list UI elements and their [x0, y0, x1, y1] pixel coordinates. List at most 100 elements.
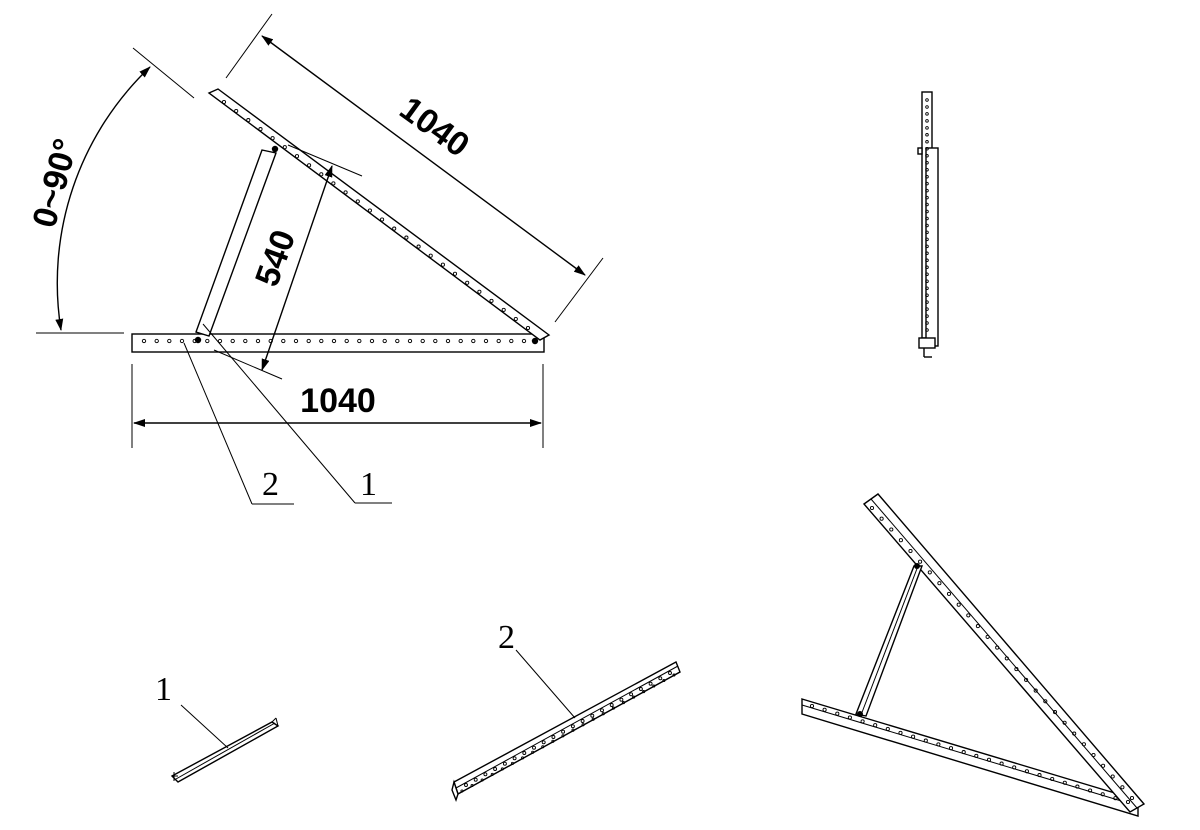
base-length-dimension: 1040 — [131, 364, 544, 448]
mounting-hole — [167, 338, 172, 344]
mounting-hole — [1050, 776, 1055, 782]
mounting-hole — [570, 724, 575, 729]
mounting-hole — [1033, 688, 1038, 693]
mounting-hole — [395, 338, 400, 344]
angle-range-label: 0~90° — [25, 135, 85, 232]
mounting-hole — [869, 505, 875, 511]
mounting-hole — [1120, 785, 1125, 790]
mounting-hole — [925, 237, 929, 242]
mounting-hole — [925, 209, 929, 214]
mounting-hole — [471, 338, 476, 344]
mounting-hole — [601, 712, 605, 716]
mounting-hole — [925, 181, 929, 186]
mounting-hole — [956, 602, 961, 607]
mounting-hole — [1024, 677, 1029, 682]
mounting-hole — [925, 174, 929, 179]
mounting-hole — [230, 338, 235, 344]
mounting-hole — [662, 678, 666, 683]
mounting-hole — [925, 119, 929, 123]
mounting-hole — [551, 739, 555, 743]
mounting-hole — [648, 681, 653, 686]
mounting-hole — [509, 338, 514, 344]
mounting-hole — [551, 735, 556, 739]
mounting-hole — [344, 338, 349, 344]
part-2-rail: 2 — [451, 619, 681, 803]
mounting-hole — [658, 676, 663, 681]
mounting-hole — [154, 338, 159, 344]
mounting-hole — [493, 767, 498, 771]
mounting-hole — [1052, 710, 1058, 715]
mounting-hole — [1072, 731, 1077, 736]
part-1-label: 1 — [155, 671, 172, 708]
mounting-hole — [458, 338, 463, 344]
mounting-hole — [382, 338, 387, 344]
mounting-hole — [974, 753, 979, 758]
mounting-hole — [532, 745, 536, 750]
mounting-hole — [652, 684, 656, 688]
mounting-hole — [1113, 796, 1118, 801]
mounting-hole — [629, 692, 634, 697]
mounting-hole — [925, 279, 929, 283]
mounting-hole — [407, 338, 413, 344]
brace-length-label: 540 — [248, 225, 303, 291]
mounting-hole — [925, 202, 929, 207]
mounting-hole — [521, 756, 525, 760]
assembly-holes — [809, 505, 1135, 805]
mounting-hole — [638, 687, 643, 691]
mounting-hole — [995, 645, 1000, 650]
mounting-hole — [879, 516, 884, 521]
part-2-label: 2 — [498, 619, 515, 656]
mounting-hole — [946, 591, 952, 596]
mounting-hole — [925, 154, 929, 158]
mounting-hole — [925, 300, 929, 304]
mounting-hole — [357, 338, 362, 344]
mounting-hole — [1110, 774, 1115, 779]
mounting-hole — [465, 280, 470, 285]
mounting-hole — [925, 98, 929, 102]
mounting-hole — [571, 728, 575, 732]
mounting-hole — [1125, 799, 1131, 805]
mounting-hole — [1081, 742, 1086, 747]
mounting-hole — [672, 673, 676, 677]
mounting-hole — [925, 328, 929, 332]
mounting-hole — [460, 789, 464, 793]
side-view-holes — [925, 98, 929, 332]
mounting-hole — [923, 738, 928, 743]
mounting-hole — [925, 251, 929, 256]
mounting-hole — [925, 258, 929, 263]
mounting-hole — [860, 719, 865, 724]
mounting-hole — [835, 711, 840, 716]
mounting-hole — [255, 338, 261, 344]
mounting-hole — [911, 734, 916, 739]
mounting-hole — [925, 216, 929, 221]
mounting-hole — [500, 767, 504, 771]
mounting-hole — [925, 223, 929, 228]
mounting-hole — [925, 286, 929, 290]
mounting-hole — [925, 188, 929, 193]
mounting-hole — [822, 707, 827, 712]
mounting-hole — [590, 713, 595, 718]
mounting-hole — [1075, 784, 1080, 789]
mounting-hole — [1043, 699, 1048, 704]
mounting-hole — [1129, 795, 1135, 801]
mounting-hole — [246, 118, 251, 123]
mounting-hole — [496, 338, 501, 344]
mounting-hole — [925, 140, 929, 144]
mounting-hole — [609, 703, 614, 707]
mounting-hole — [483, 772, 488, 777]
mounting-hole — [936, 742, 941, 747]
mounting-hole — [541, 740, 546, 745]
mounting-hole — [600, 708, 604, 713]
mounting-hole — [1004, 656, 1009, 661]
mounting-hole — [1024, 769, 1029, 774]
part-1-brace: 1 — [155, 671, 280, 783]
mounting-hole — [489, 298, 494, 303]
mounting-hole — [898, 538, 903, 543]
mounting-hole — [501, 307, 506, 312]
mounting-hole — [961, 750, 966, 755]
mounting-hole — [642, 690, 646, 694]
mounting-hole — [908, 548, 913, 554]
mounting-hole — [525, 325, 531, 331]
mounting-hole — [937, 581, 942, 586]
